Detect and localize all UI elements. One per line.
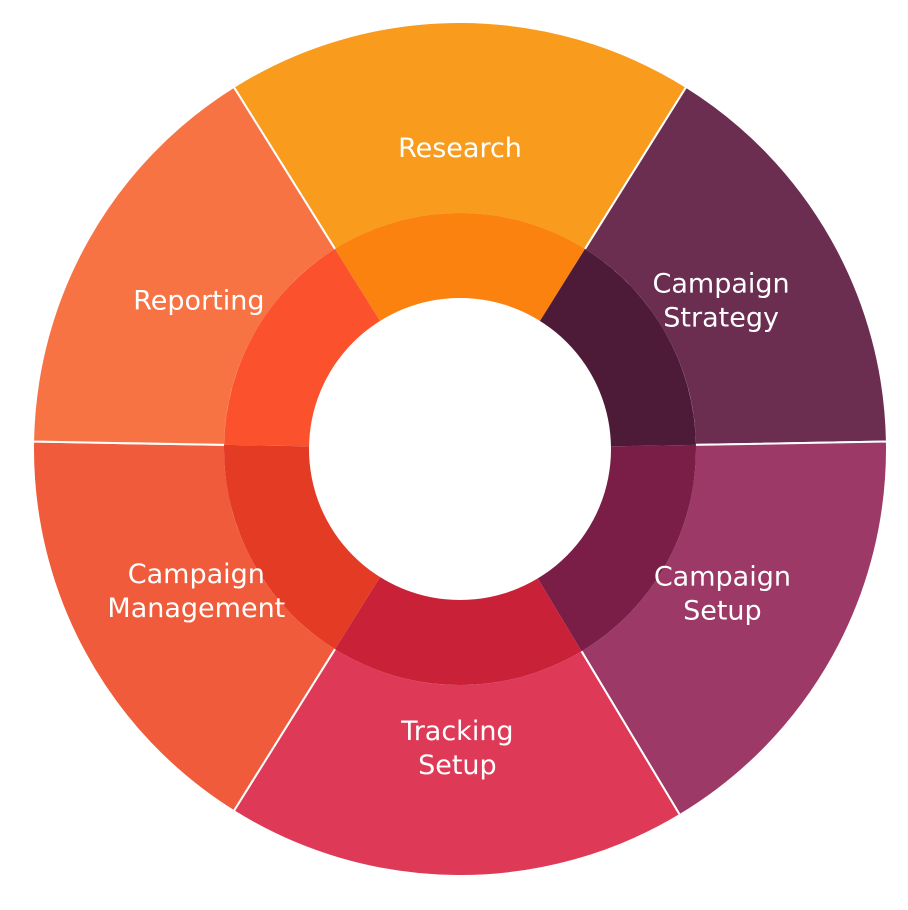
label-line: Management (107, 593, 285, 624)
label-line: Campaign (653, 268, 790, 299)
label-line: Strategy (663, 302, 779, 333)
label-line: Campaign (128, 559, 265, 590)
center-hole (309, 298, 611, 600)
segment-inner-campaign-management (224, 444, 381, 650)
label-line: Setup (683, 595, 762, 626)
label-research: Research (398, 133, 522, 164)
label-reporting: Reporting (133, 285, 264, 316)
label-line: Research (398, 133, 522, 164)
outer-ring (32, 20, 888, 877)
label-line: Setup (418, 749, 497, 780)
label-line: Reporting (133, 285, 264, 316)
segment-inner-campaign-setup (537, 444, 697, 652)
label-line: Campaign (654, 561, 791, 592)
segment-inner-tracking-setup (334, 576, 582, 685)
inner-ring (224, 213, 697, 685)
label-line: Tracking (400, 715, 513, 746)
segment-inner-campaign-strategy (539, 248, 696, 447)
segment-inner-reporting (224, 248, 381, 447)
segment-inner-research (334, 213, 586, 322)
